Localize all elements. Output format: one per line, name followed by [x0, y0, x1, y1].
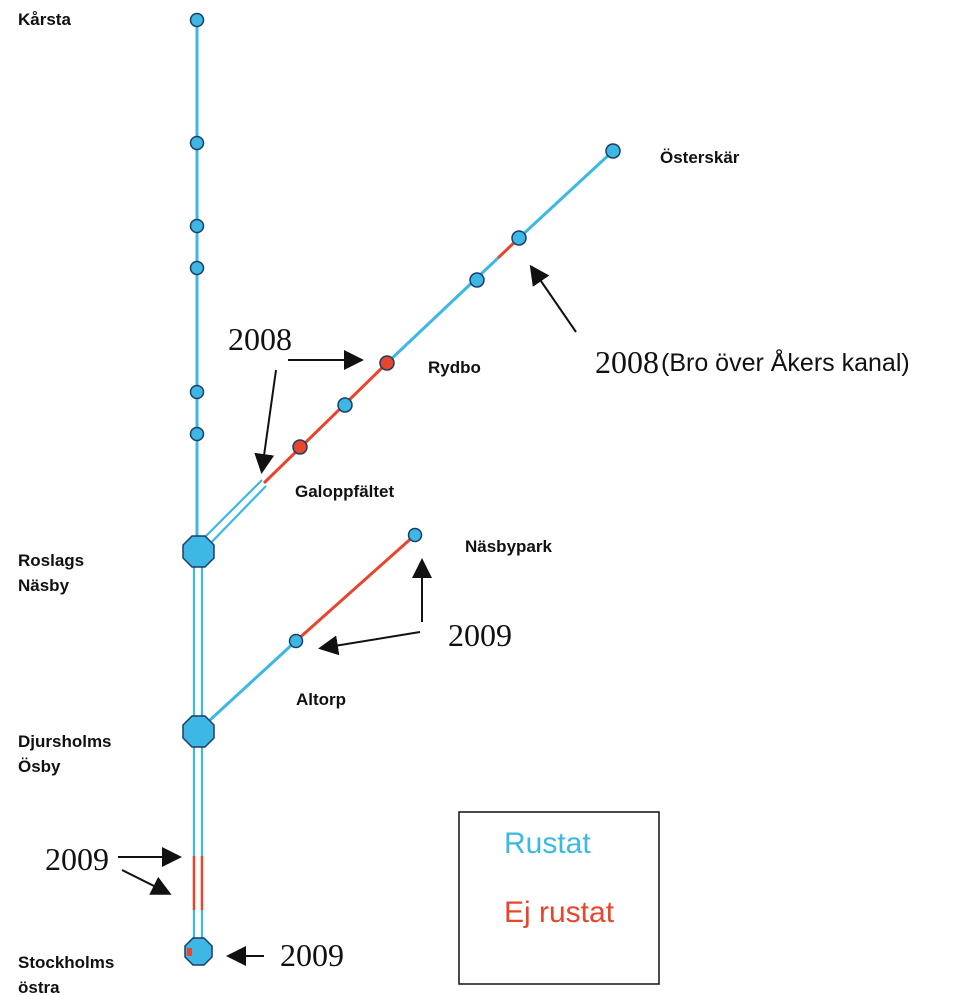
- annotation-2009-south: 2009: [45, 841, 109, 877]
- circle-icon: [605, 143, 621, 159]
- label-stockholms-ostra-line2: östra: [18, 978, 60, 995]
- circle-icon: [511, 230, 527, 246]
- label-altorp: Altorp: [296, 690, 346, 709]
- label-stockholms-ostra-line1: Stockholms: [18, 953, 114, 972]
- label-rydbo: Rydbo: [428, 358, 481, 377]
- octagon-icon: [182, 535, 215, 568]
- circle-icon: [189, 426, 205, 442]
- arrow-icon: [318, 631, 421, 656]
- stations-nasbypark-branch: [288, 527, 423, 649]
- octagon-icon: [182, 715, 215, 748]
- legend-not-renovated: Ej rustat: [504, 896, 615, 929]
- circle-icon: [189, 260, 205, 276]
- annotations: 2008 2008 (Bro över Åkers kanal) 2009 20…: [45, 264, 910, 973]
- label-galoppfaltet: Galoppfältet: [295, 482, 395, 501]
- arrow-icon: [529, 264, 577, 333]
- stations-main-line: [189, 12, 205, 442]
- circle-icon: [407, 527, 423, 543]
- circle-icon: [189, 218, 205, 234]
- annotation-2008-bridge: 2008: [595, 344, 659, 380]
- circle-icon: [379, 355, 395, 371]
- annotation-bridge-note: (Bro över Åkers kanal): [661, 347, 910, 377]
- annotation-2008-rydbo: 2008: [228, 321, 292, 357]
- arrow-icon: [254, 369, 277, 474]
- segment-not-renovated-rydbo: [262, 361, 389, 485]
- legend-renovated: Rustat: [504, 827, 591, 860]
- label-djursholms-osby-line1: Djursholms: [18, 732, 112, 751]
- label-roslags-nasby-line1: Roslags: [18, 551, 84, 570]
- circle-icon: [292, 439, 308, 455]
- line-roslags-nasby-stockholm: [192, 550, 204, 950]
- major-stations: [182, 535, 215, 966]
- label-osterskar: Österskär: [660, 148, 740, 167]
- label-roslags-nasby-line2: Näsby: [18, 576, 70, 595]
- circle-icon: [189, 135, 205, 151]
- label-nasbypark: Näsbypark: [465, 537, 552, 556]
- segment-not-renovated-nasbypark: [295, 533, 416, 643]
- stockholm-red-mark: [187, 948, 192, 956]
- stations-osterskar-branch: [292, 143, 621, 455]
- circle-icon: [189, 12, 205, 28]
- label-djursholms-osby-line2: Ösby: [18, 757, 61, 776]
- annotation-2009-stockholm: 2009: [280, 937, 344, 973]
- octagon-icon: [184, 937, 213, 966]
- circle-icon: [189, 384, 205, 400]
- circle-icon: [288, 633, 304, 649]
- circle-icon: [469, 272, 485, 288]
- station-labels: Kårsta Österskär Rydbo Galoppfältet Rosl…: [18, 10, 740, 995]
- line-nasbypark-branch: [196, 533, 416, 733]
- arrow-icon: [121, 869, 172, 895]
- legend-box: [458, 811, 660, 985]
- annotation-2009-nasbypark: 2009: [448, 617, 512, 653]
- label-karsta: Kårsta: [18, 10, 71, 29]
- circle-icon: [337, 397, 353, 413]
- legend: Rustat Ej rustat: [458, 811, 660, 985]
